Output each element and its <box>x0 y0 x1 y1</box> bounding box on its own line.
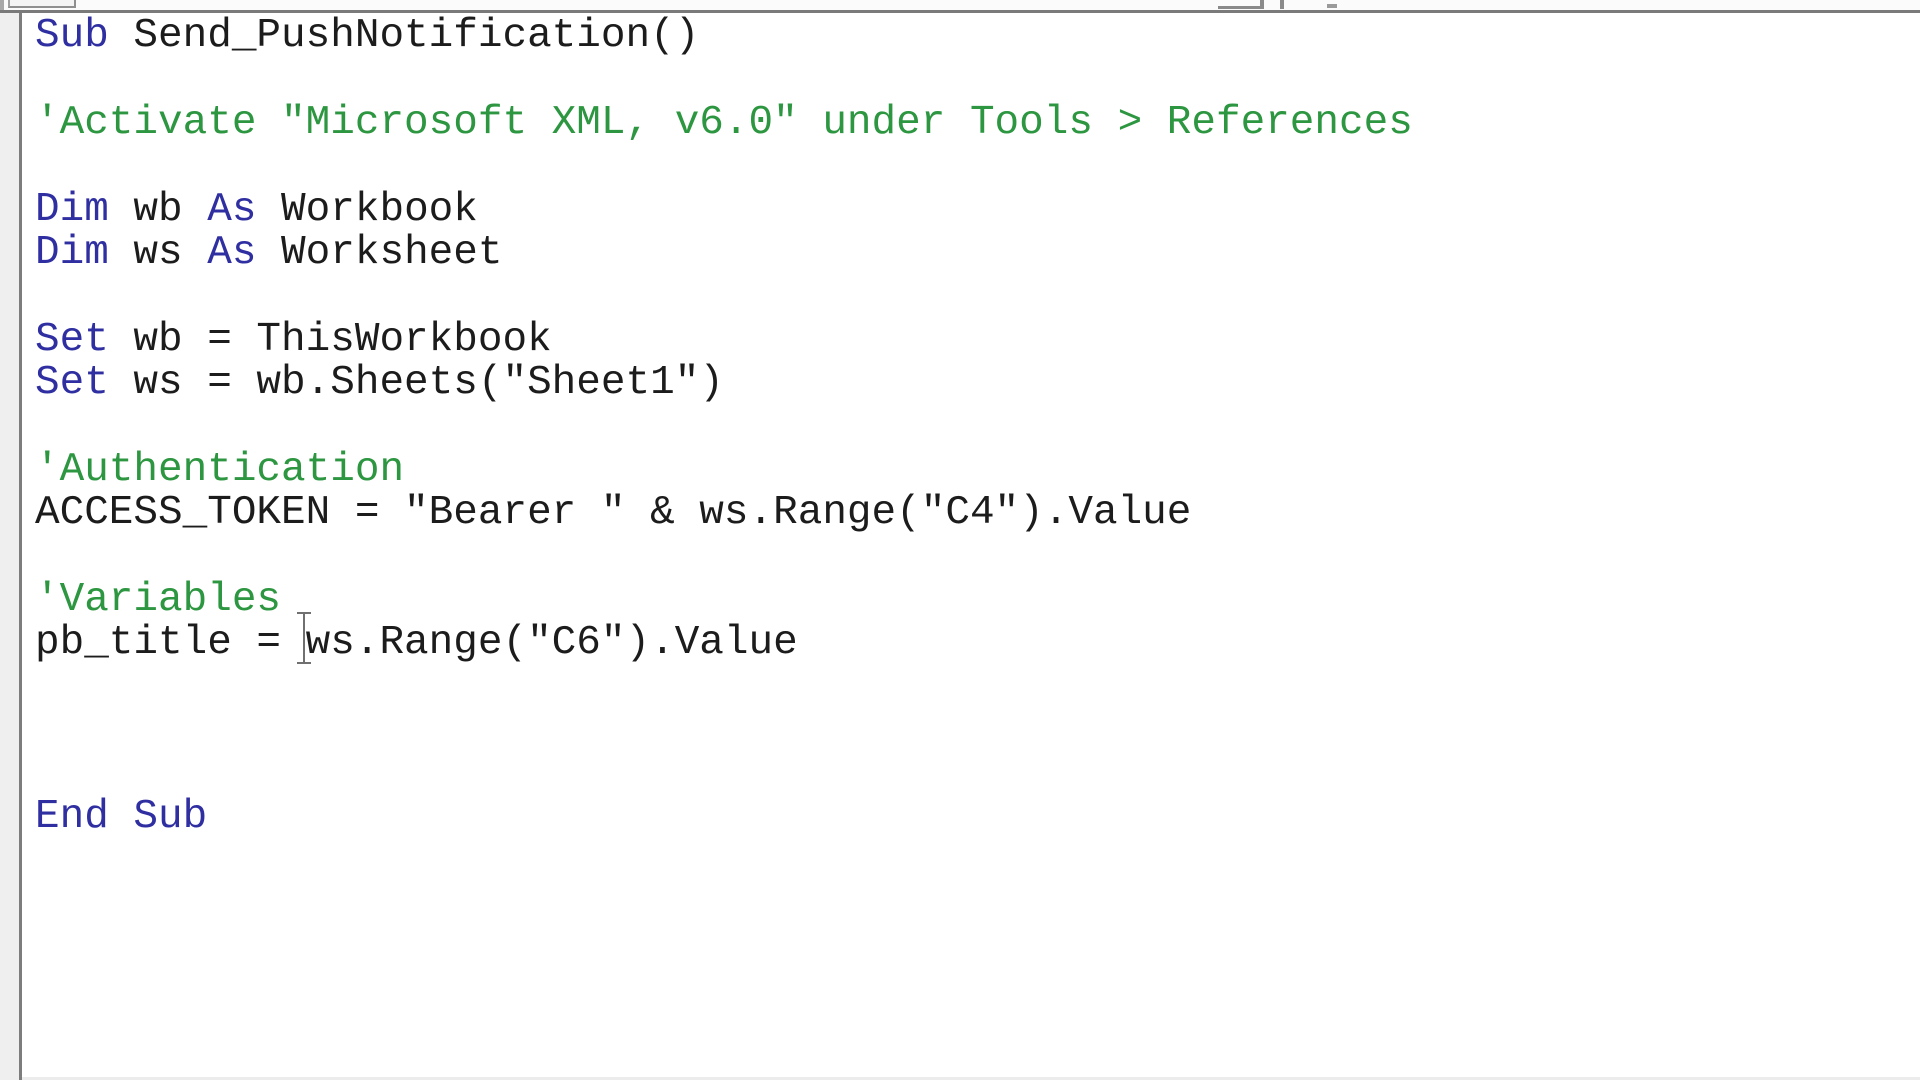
window-button-divider-icon <box>1280 0 1284 9</box>
code-line: ACCESS_TOKEN = "Bearer " & ws.Range("C4"… <box>35 490 1192 537</box>
code-line: 'Variables <box>35 577 282 624</box>
code-line: Sub Send_PushNotification() <box>35 13 700 59</box>
close-window-icon <box>1327 4 1337 8</box>
code-line: pb_title = ws.Range("C6").Value <box>35 620 798 667</box>
window-corner-fragment <box>0 0 4 10</box>
restore-window-icon <box>1218 0 1264 9</box>
object-dropdown-fragment-icon <box>8 0 76 8</box>
code-line <box>35 666 1920 709</box>
text-cursor-ibeam-icon <box>295 612 313 664</box>
code-line: End Sub <box>35 794 208 841</box>
code-content: Sub Send_PushNotification() 'Activate "M… <box>35 13 1920 841</box>
code-line: 'Activate "Microsoft XML, v6.0" under To… <box>35 99 1413 146</box>
code-line <box>35 406 1920 449</box>
window-top-border <box>0 10 1920 13</box>
code-line <box>35 753 1920 796</box>
window-chrome-strip <box>0 0 1920 10</box>
code-line <box>35 145 1920 188</box>
code-line: Set ws = wb.Sheets("Sheet1") <box>35 360 724 407</box>
code-line <box>35 536 1920 579</box>
code-line: Set wb = ThisWorkbook <box>35 316 552 363</box>
code-line <box>35 275 1920 318</box>
code-line: Dim ws As Worksheet <box>35 229 503 276</box>
code-editor[interactable]: Sub Send_PushNotification() 'Activate "M… <box>22 13 1920 1080</box>
code-line <box>35 709 1920 752</box>
code-line: Dim wb As Workbook <box>35 186 478 233</box>
code-line <box>35 58 1920 101</box>
code-line: 'Authentication <box>35 446 405 493</box>
margin-indicator-bar[interactable] <box>0 13 22 1080</box>
window-bottom-edge <box>22 1077 1920 1080</box>
